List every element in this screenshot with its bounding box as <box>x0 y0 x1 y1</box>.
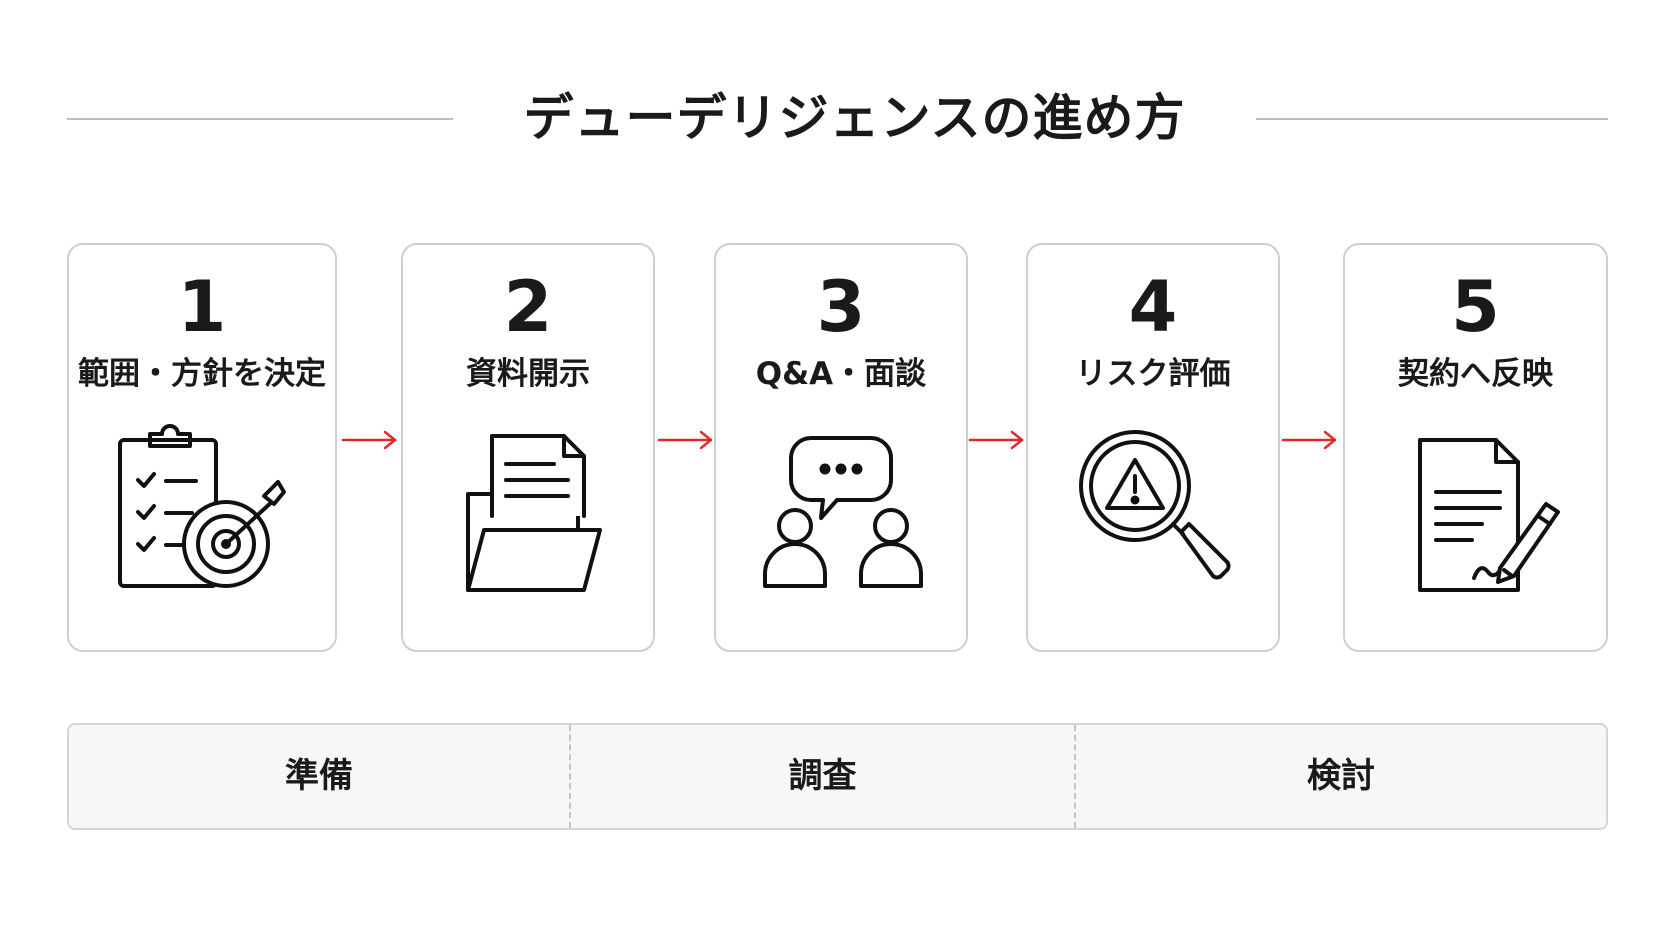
title-rule-left <box>67 118 453 120</box>
step-label: 範囲・方針を決定 <box>78 356 326 392</box>
phase-divider <box>1074 725 1076 828</box>
document-pen-icon <box>1376 420 1576 610</box>
title-row: デューデリジェンスの進め方 <box>0 78 1672 158</box>
phase-label: 調査 <box>788 756 857 796</box>
clipboard-target-icon <box>102 420 302 610</box>
step-label: リスク評価 <box>1075 356 1231 392</box>
flow-arrow-3 <box>968 428 1026 452</box>
page-title: デューデリジェンスの進め方 <box>523 89 1186 147</box>
title-rule-right <box>1256 118 1608 120</box>
step-card-1: 1 範囲・方針を決定 <box>67 243 337 652</box>
step-label: Q&A・面談 <box>755 356 927 392</box>
step-number: 1 <box>177 266 227 348</box>
step-number: 3 <box>816 266 866 348</box>
step-label: 資料開示 <box>466 356 590 392</box>
folder-document-icon <box>428 420 628 610</box>
phase-divider <box>569 725 571 828</box>
step-number: 2 <box>503 266 553 348</box>
magnifier-warning-icon <box>1053 420 1253 610</box>
step-card-3: 3 Q&A・面談 <box>714 243 968 652</box>
step-card-2: 2 資料開示 <box>401 243 655 652</box>
flow-arrow-1 <box>341 428 399 452</box>
step-number: 4 <box>1128 266 1178 348</box>
phase-bar: 準備 調査 検討 <box>67 723 1608 830</box>
step-label: 契約へ反映 <box>1398 356 1553 392</box>
step-card-4: 4 リスク評価 <box>1026 243 1280 652</box>
phase-label: 検討 <box>1307 756 1375 796</box>
flow-arrow-2 <box>657 428 715 452</box>
step-number: 5 <box>1451 266 1500 348</box>
flow-arrow-4 <box>1281 428 1339 452</box>
phase-label: 準備 <box>285 756 353 796</box>
chat-people-icon <box>741 420 941 610</box>
step-card-5: 5 契約へ反映 <box>1343 243 1608 652</box>
